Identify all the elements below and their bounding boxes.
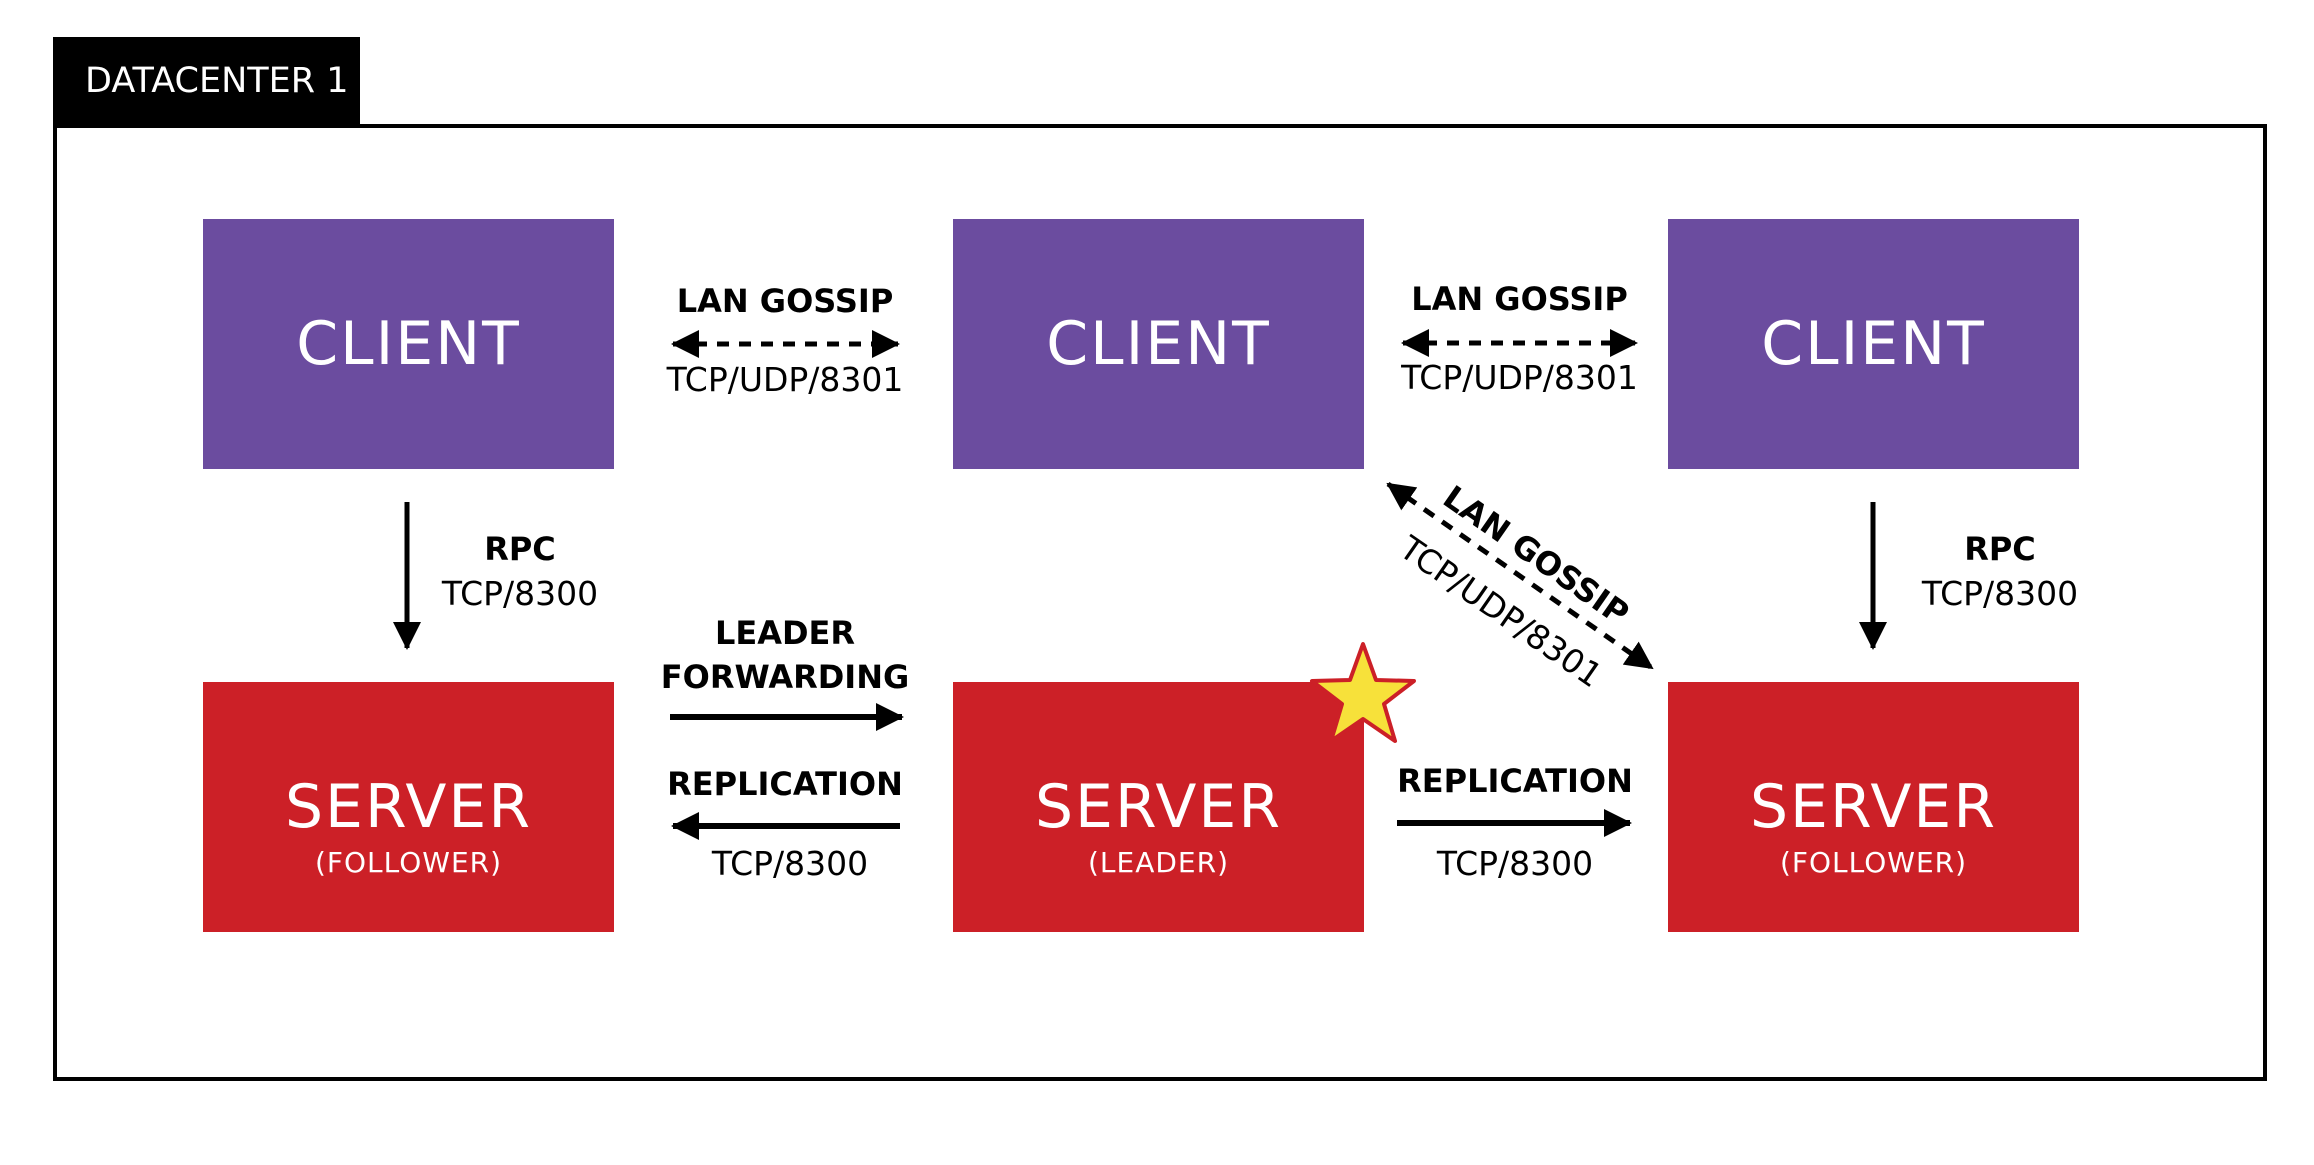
replication-left-port: TCP/8300 [711, 844, 869, 883]
node-title: CLIENT [1761, 309, 1986, 379]
node-title: CLIENT [296, 309, 521, 379]
replication-right-title: REPLICATION [1397, 762, 1633, 800]
datacenter-frame [53, 124, 2267, 1081]
node-role: (LEADER) [1088, 846, 1229, 879]
gossip-left-title: LAN GOSSIP [676, 282, 894, 320]
star-icon [1310, 642, 1416, 743]
leader-forwarding-title-line1: LEADER [714, 614, 856, 652]
rpc-left-title: RPC [484, 530, 556, 568]
node-title: SERVER [1034, 772, 1283, 842]
gossip-left-port: TCP/UDP/8301 [666, 360, 904, 399]
node-title: SERVER [284, 772, 533, 842]
node-role: (FOLLOWER) [314, 846, 503, 879]
rpc-right-title: RPC [1964, 530, 2036, 568]
client-node-right: CLIENT [1668, 219, 2079, 469]
datacenter-label: DATACENTER 1 [53, 37, 360, 125]
gossip-right-title: LAN GOSSIP [1411, 280, 1628, 318]
server-node-right: SERVER (FOLLOWER) [1668, 682, 2079, 932]
server-node-left: SERVER (FOLLOWER) [203, 682, 614, 932]
rpc-left-port: TCP/8300 [441, 574, 599, 613]
gossip-diagonal-arrow [1386, 481, 1654, 671]
client-node-left: CLIENT [203, 219, 614, 469]
node-role: (FOLLOWER) [1779, 846, 1968, 879]
node-title: SERVER [1749, 772, 1998, 842]
client-node-middle: CLIENT [953, 219, 1364, 469]
replication-left-title: REPLICATION [667, 765, 903, 803]
leader-forwarding-title-line2: FORWARDING [660, 658, 910, 696]
gossip-right-port: TCP/UDP/8301 [1401, 358, 1638, 397]
node-title: CLIENT [1046, 309, 1271, 379]
server-node-leader: SERVER (LEADER) [953, 682, 1364, 932]
rpc-right-port: TCP/8300 [1921, 574, 2079, 613]
replication-right-port: TCP/8300 [1436, 844, 1594, 883]
